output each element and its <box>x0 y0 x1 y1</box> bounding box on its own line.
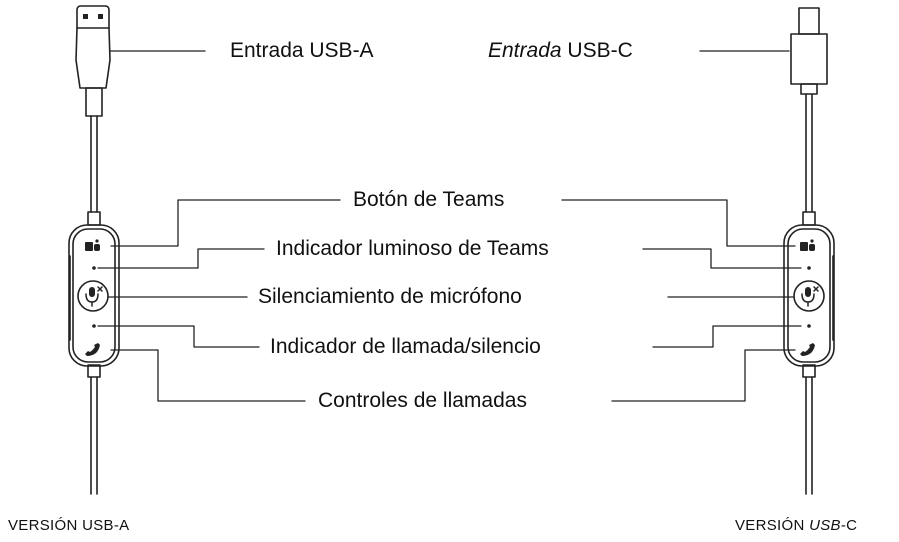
usb-c-version-label: VERSIÓN USB-C <box>735 517 857 534</box>
usb-c-mute-button[interactable] <box>793 280 825 312</box>
leader-lines <box>97 50 802 402</box>
usb-c-input-label-rest: USB-C <box>561 39 633 62</box>
usb-a-version-label: VERSIÓN USB-A <box>8 517 130 534</box>
usb-c-version-italic: USB <box>809 517 841 534</box>
led-dot-icon <box>92 266 96 270</box>
usb-a-input-label: Entrada USB-A <box>226 40 378 61</box>
microphone-mute-icon <box>85 286 103 307</box>
usb-a-inline-remote <box>68 224 120 367</box>
usb-a-plug <box>75 5 111 117</box>
led-dot-icon <box>807 266 811 270</box>
usb-c-plug <box>790 7 828 95</box>
mic-mute-label: Silenciamiento de micrófono <box>254 286 526 307</box>
teams-button-label: Botón de Teams <box>349 189 509 210</box>
usb-a-cable <box>87 115 101 495</box>
phone-handset-icon <box>85 343 100 356</box>
usb-c-input-label: Entrada USB-C <box>484 40 637 61</box>
phone-handset-icon <box>800 343 815 356</box>
usb-c-inline-remote <box>783 224 835 367</box>
usb-c-version-prefix: VERSIÓN <box>735 517 810 534</box>
microphone-mute-icon <box>801 286 819 307</box>
usb-a-mute-button[interactable] <box>77 280 109 312</box>
call-indicator-label: Indicador de llamada/silencio <box>266 336 545 357</box>
usb-c-input-label-italic: Entrada <box>488 39 562 62</box>
call-controls-label: Controles de llamadas <box>314 390 531 411</box>
teams-light-label: Indicador luminoso de Teams <box>272 238 553 259</box>
led-dot-icon <box>807 324 811 328</box>
teams-logo-icon <box>85 239 100 251</box>
led-dot-icon <box>92 324 96 328</box>
teams-logo-icon <box>800 239 815 251</box>
usb-c-version-suffix: -C <box>840 517 858 534</box>
